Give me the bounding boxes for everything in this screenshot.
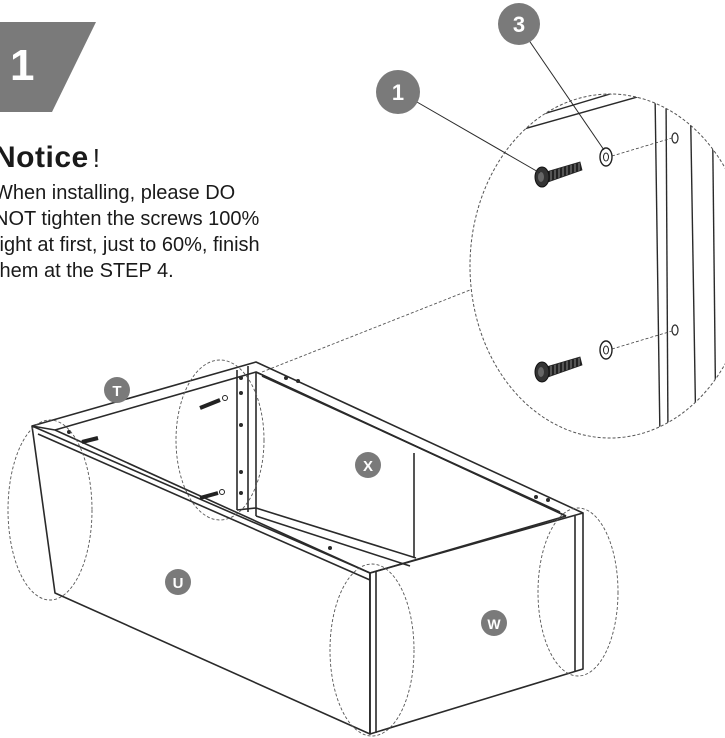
- notice-body: When installing, please DO NOT tighten t…: [0, 180, 354, 284]
- front-panel-u: [31, 425, 371, 735]
- step-number: 1: [10, 41, 34, 90]
- zoom-detail: [469, 93, 725, 439]
- panel-badge-t: T: [104, 377, 130, 403]
- callout-washer-badge: 3: [498, 3, 540, 45]
- top-rim-outer: [31, 361, 584, 514]
- callout-washer-number: 3: [513, 12, 525, 37]
- box-frame: [31, 361, 584, 735]
- panel-label-u: U: [173, 575, 184, 592]
- panel-badge-x: X: [355, 452, 381, 478]
- washer-top: [599, 147, 613, 167]
- notice-title: Notice!: [0, 140, 354, 176]
- panel-label-x: X: [363, 458, 373, 475]
- notice-line: NOT tighten the screws 100%: [0, 208, 260, 230]
- notice-line: tight at first, just to 60%, finish: [0, 234, 260, 256]
- notice-block: Notice! When installing, please DO NOT t…: [0, 140, 354, 284]
- detail-ovals: [7, 289, 619, 737]
- notice-line: them at the STEP 4.: [0, 260, 174, 282]
- screw-bottom: [534, 356, 583, 383]
- oval-front-right: [329, 563, 415, 737]
- panel-label-t: T: [112, 383, 121, 400]
- callout-screw-number: 1: [392, 80, 404, 105]
- panel-label-w: W: [487, 616, 501, 632]
- zoom-circle: [469, 93, 725, 439]
- callout-leaders: [409, 35, 605, 174]
- oval-back-corner: [175, 359, 265, 521]
- notice-line: When installing, please DO: [0, 182, 236, 204]
- panel-badge-w: W: [481, 610, 507, 636]
- oval-front-left: [7, 419, 93, 601]
- washer-bottom: [599, 340, 613, 360]
- oval-side-right: [537, 507, 619, 677]
- small-screws: [81, 395, 228, 500]
- side-panel-w: [369, 512, 584, 735]
- step-badge: 1: [0, 22, 96, 112]
- frame-holes: [67, 376, 550, 550]
- callout-screw-badge: 1: [376, 70, 420, 114]
- notice-exclaim: !: [92, 143, 101, 173]
- notice-title-text: Notice: [0, 141, 89, 174]
- panel-badge-u: U: [165, 569, 191, 595]
- screw-top: [534, 161, 583, 188]
